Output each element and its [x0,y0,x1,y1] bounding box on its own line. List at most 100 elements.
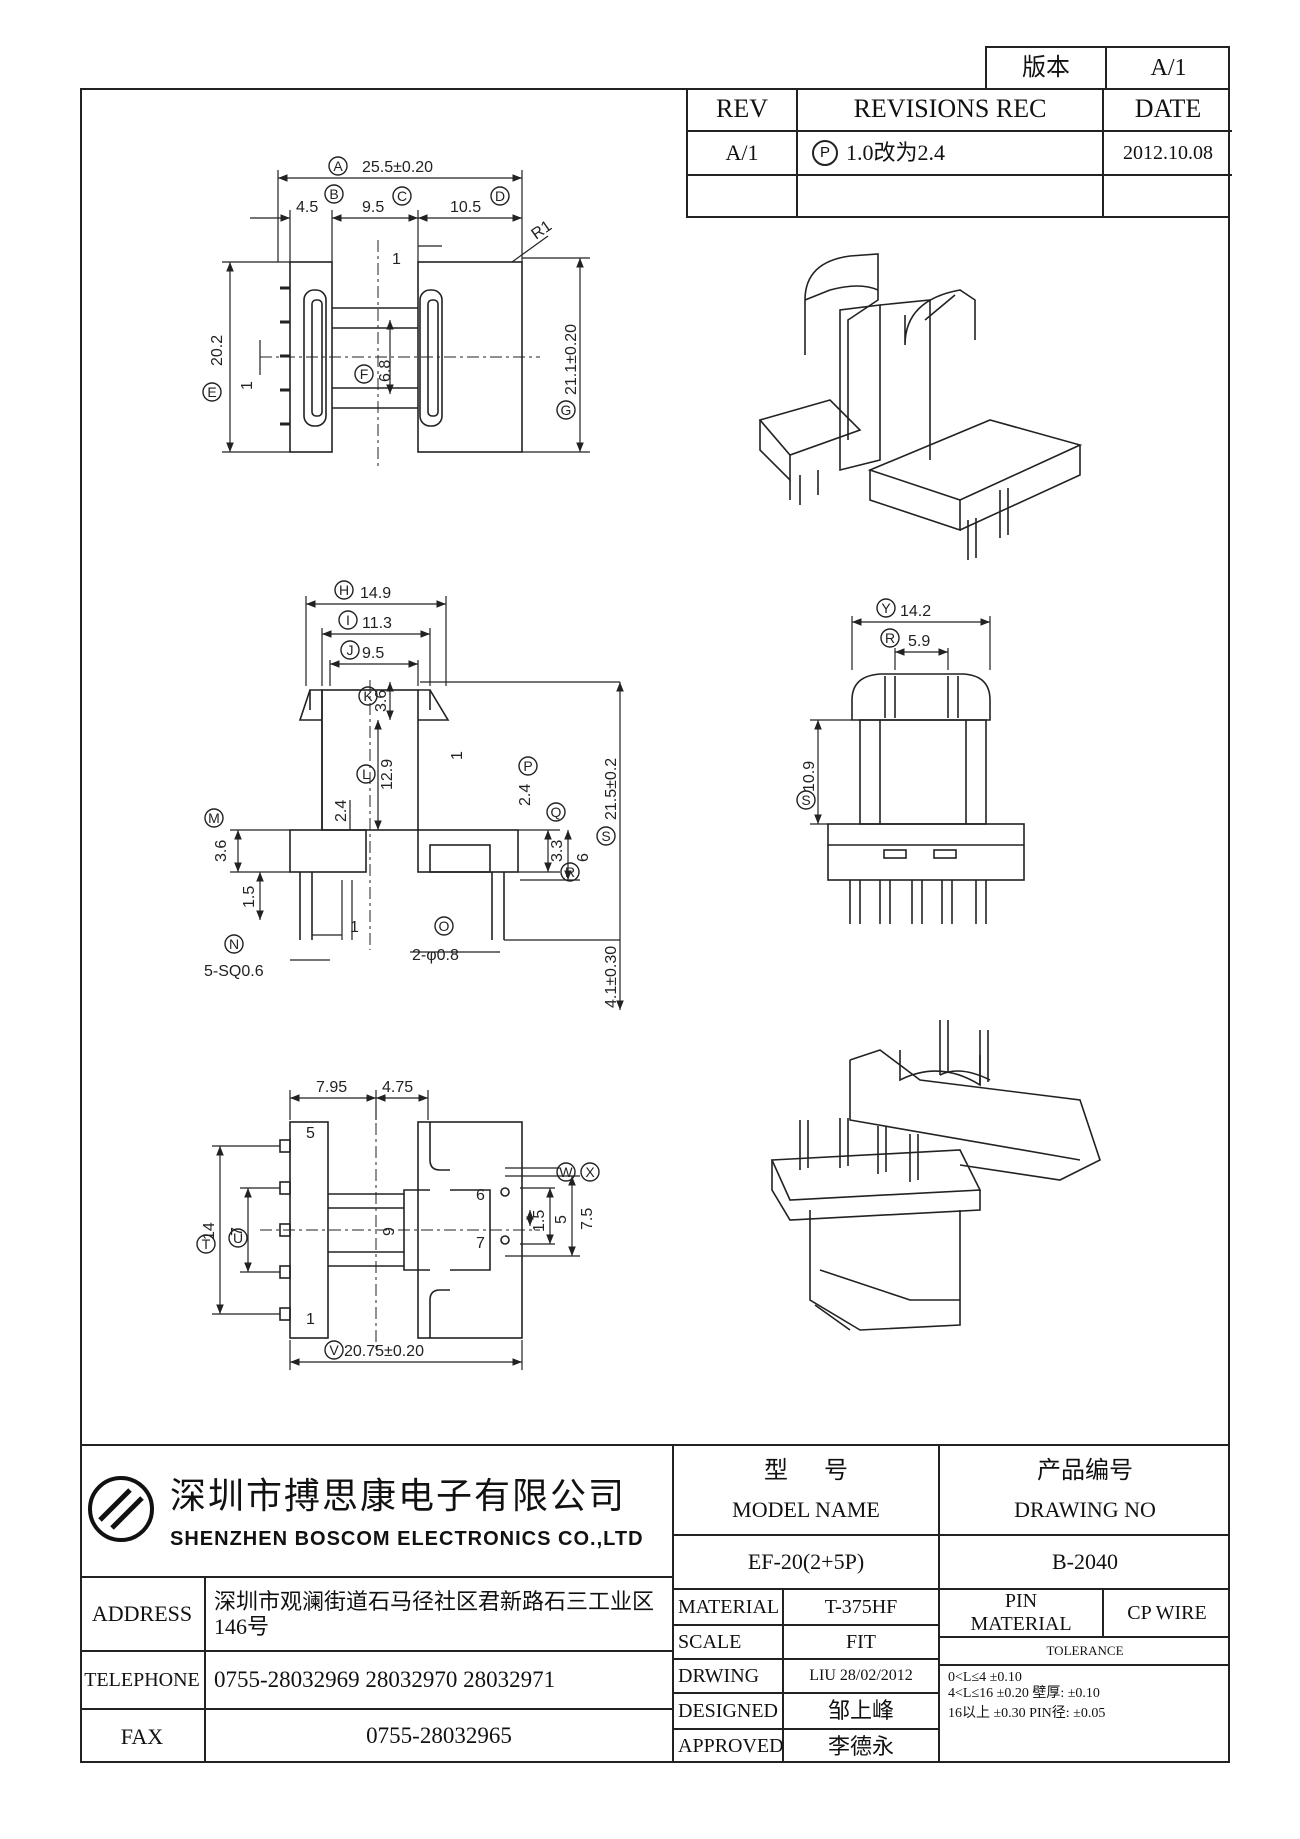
svg-text:S: S [801,792,810,808]
dim-y2: 5 [553,1215,570,1224]
tolerance-line-1: 0<L≤4 ±0.10 [948,1670,1022,1685]
marker-q: Q [546,802,566,822]
svg-text:C: C [397,188,407,204]
marker-v: V [324,1340,344,1360]
svg-text:L: L [362,766,370,782]
rev-header: REV [716,94,768,124]
revisions-table: REV REVISIONS REC DATE A/1 P 1.0改为2.4 20… [686,88,1232,218]
svg-text:T: T [202,1236,211,1252]
revisions-rec-header: REVISIONS REC [853,94,1047,124]
model-name-en: MODEL NAME [732,1497,880,1523]
dim-top-1: 1 [392,251,401,268]
svg-text:U: U [233,1230,243,1246]
dim-b: 4.5 [296,199,318,216]
svg-text:G: G [561,402,572,418]
svg-text:R: R [565,864,575,880]
approved-label: APPROVED [678,1735,784,1757]
drawing-no-en: DRAWING NO [1014,1497,1156,1523]
dim-a: 25.5±0.20 [362,159,433,176]
dim-s109: 10.9 [801,761,818,792]
dim-f: 6.8 [377,360,394,382]
rev-record: P 1.0改为2.4 [798,132,1102,174]
version-value: A/1 [1150,55,1187,82]
svg-text:R: R [885,630,895,646]
dim-n1: 1.5 [241,886,258,908]
dim-l1: 2.4 [333,800,350,822]
top-view-outline [260,240,540,470]
svg-text:A: A [333,158,343,174]
svg-text:J: J [347,642,354,658]
scale-label: SCALE [678,1630,742,1653]
approved-value: 李德永 [827,1733,894,1759]
scale-value: FIT [846,1630,876,1653]
dim-r1: R1 [529,218,556,244]
svg-text:O: O [439,918,450,934]
model-name-cn: 型 号 [764,1458,848,1485]
pin-label-1: 1 [306,1311,315,1328]
marker-j: J [340,640,360,660]
dim-r59: 5.9 [908,633,930,650]
telephone-label: TELEPHONE [84,1668,200,1691]
marker-s-front: S [796,790,816,810]
marker-m: M [204,808,224,828]
svg-text:S: S [601,828,610,844]
model-name-value: EF-20(2+5P) [747,1549,865,1575]
marker-a: A [328,156,348,176]
svg-text:E: E [207,384,216,400]
dim-u7: 7 [229,1227,246,1236]
dim-k1: 1 [449,751,466,760]
svg-text:I: I [346,612,350,628]
dim-d: 10.5 [450,199,481,216]
dim-h: 14.9 [360,585,391,602]
front-view-outline [827,673,1025,924]
marker-e: E [202,382,222,402]
marker-i: I [338,610,358,630]
dim-y: 14.2 [900,603,931,620]
pin-label-7: 7 [476,1235,485,1252]
marker-w: W [556,1162,576,1182]
svg-text:F: F [360,366,369,382]
title-block: 深圳市搏思康电子有限公司 SHENZHEN BOSCOM ELECTRONICS… [80,1444,1230,1763]
dim-e1: 1 [239,381,256,390]
designed-label: DESIGNED [678,1699,778,1722]
version-label: 版本 [1022,55,1070,82]
material-label: MATERIAL [678,1595,780,1618]
dim-c: 9.5 [362,199,384,216]
dim-y3: 7.5 [579,1208,596,1230]
dim-n: 5-SQ0.6 [204,963,264,980]
front-view-dimensions [810,616,991,825]
svg-text:B: B [329,186,338,202]
dim-v: 20.75±0.20 [344,1343,424,1360]
svg-text:N: N [229,936,239,952]
dim-q: 3.3 [549,840,566,862]
bottom-view-outline [260,1100,540,1350]
company-logo [86,1474,156,1544]
marker-o: O [434,916,454,936]
iso-view-bottom [770,1020,1101,1331]
svg-text:P: P [523,758,532,774]
tolerance-values: 0<L≤4 ±0.10 4<L≤16 ±0.20 壁厚: ±0.10 16以上 … [940,1666,1230,1763]
svg-text:W: W [559,1164,573,1180]
marker-y: Y [876,598,896,618]
dim-m: 3.6 [213,840,230,862]
marker-f: F [354,364,374,384]
material-value: T-375HF [824,1595,898,1618]
tolerance-line-2: 4<L≤16 ±0.20 壁厚: ±0.10 [948,1686,1100,1701]
drwing-value: LIU 28/02/2012 [809,1666,913,1684]
tolerance-line-3: 16以上 ±0.30 PIN径: ±0.05 [948,1706,1106,1721]
drwing-label: DRWING [678,1664,760,1687]
fax-value: 0755-28032965 [366,1723,512,1749]
marker-p: P [518,756,538,776]
marker-c: C [392,186,412,206]
dim-w1: 7.95 [316,1079,347,1096]
marker-h: H [334,580,354,600]
marker-u: U [228,1228,248,1248]
marker-l: L [356,764,376,784]
circle-marker-p: P [812,140,838,166]
company-name-cn: 深圳市搏思康电子有限公司 [170,1476,627,1517]
drawing-frame [80,88,1230,1763]
dimension-markers: A B C D E F G H I J K L M N O P Q R S T … [196,156,900,1360]
marker-b: B [324,184,344,204]
dim-l: 12.9 [379,759,396,790]
rev-record-text: 1.0改为2.4 [846,140,946,166]
